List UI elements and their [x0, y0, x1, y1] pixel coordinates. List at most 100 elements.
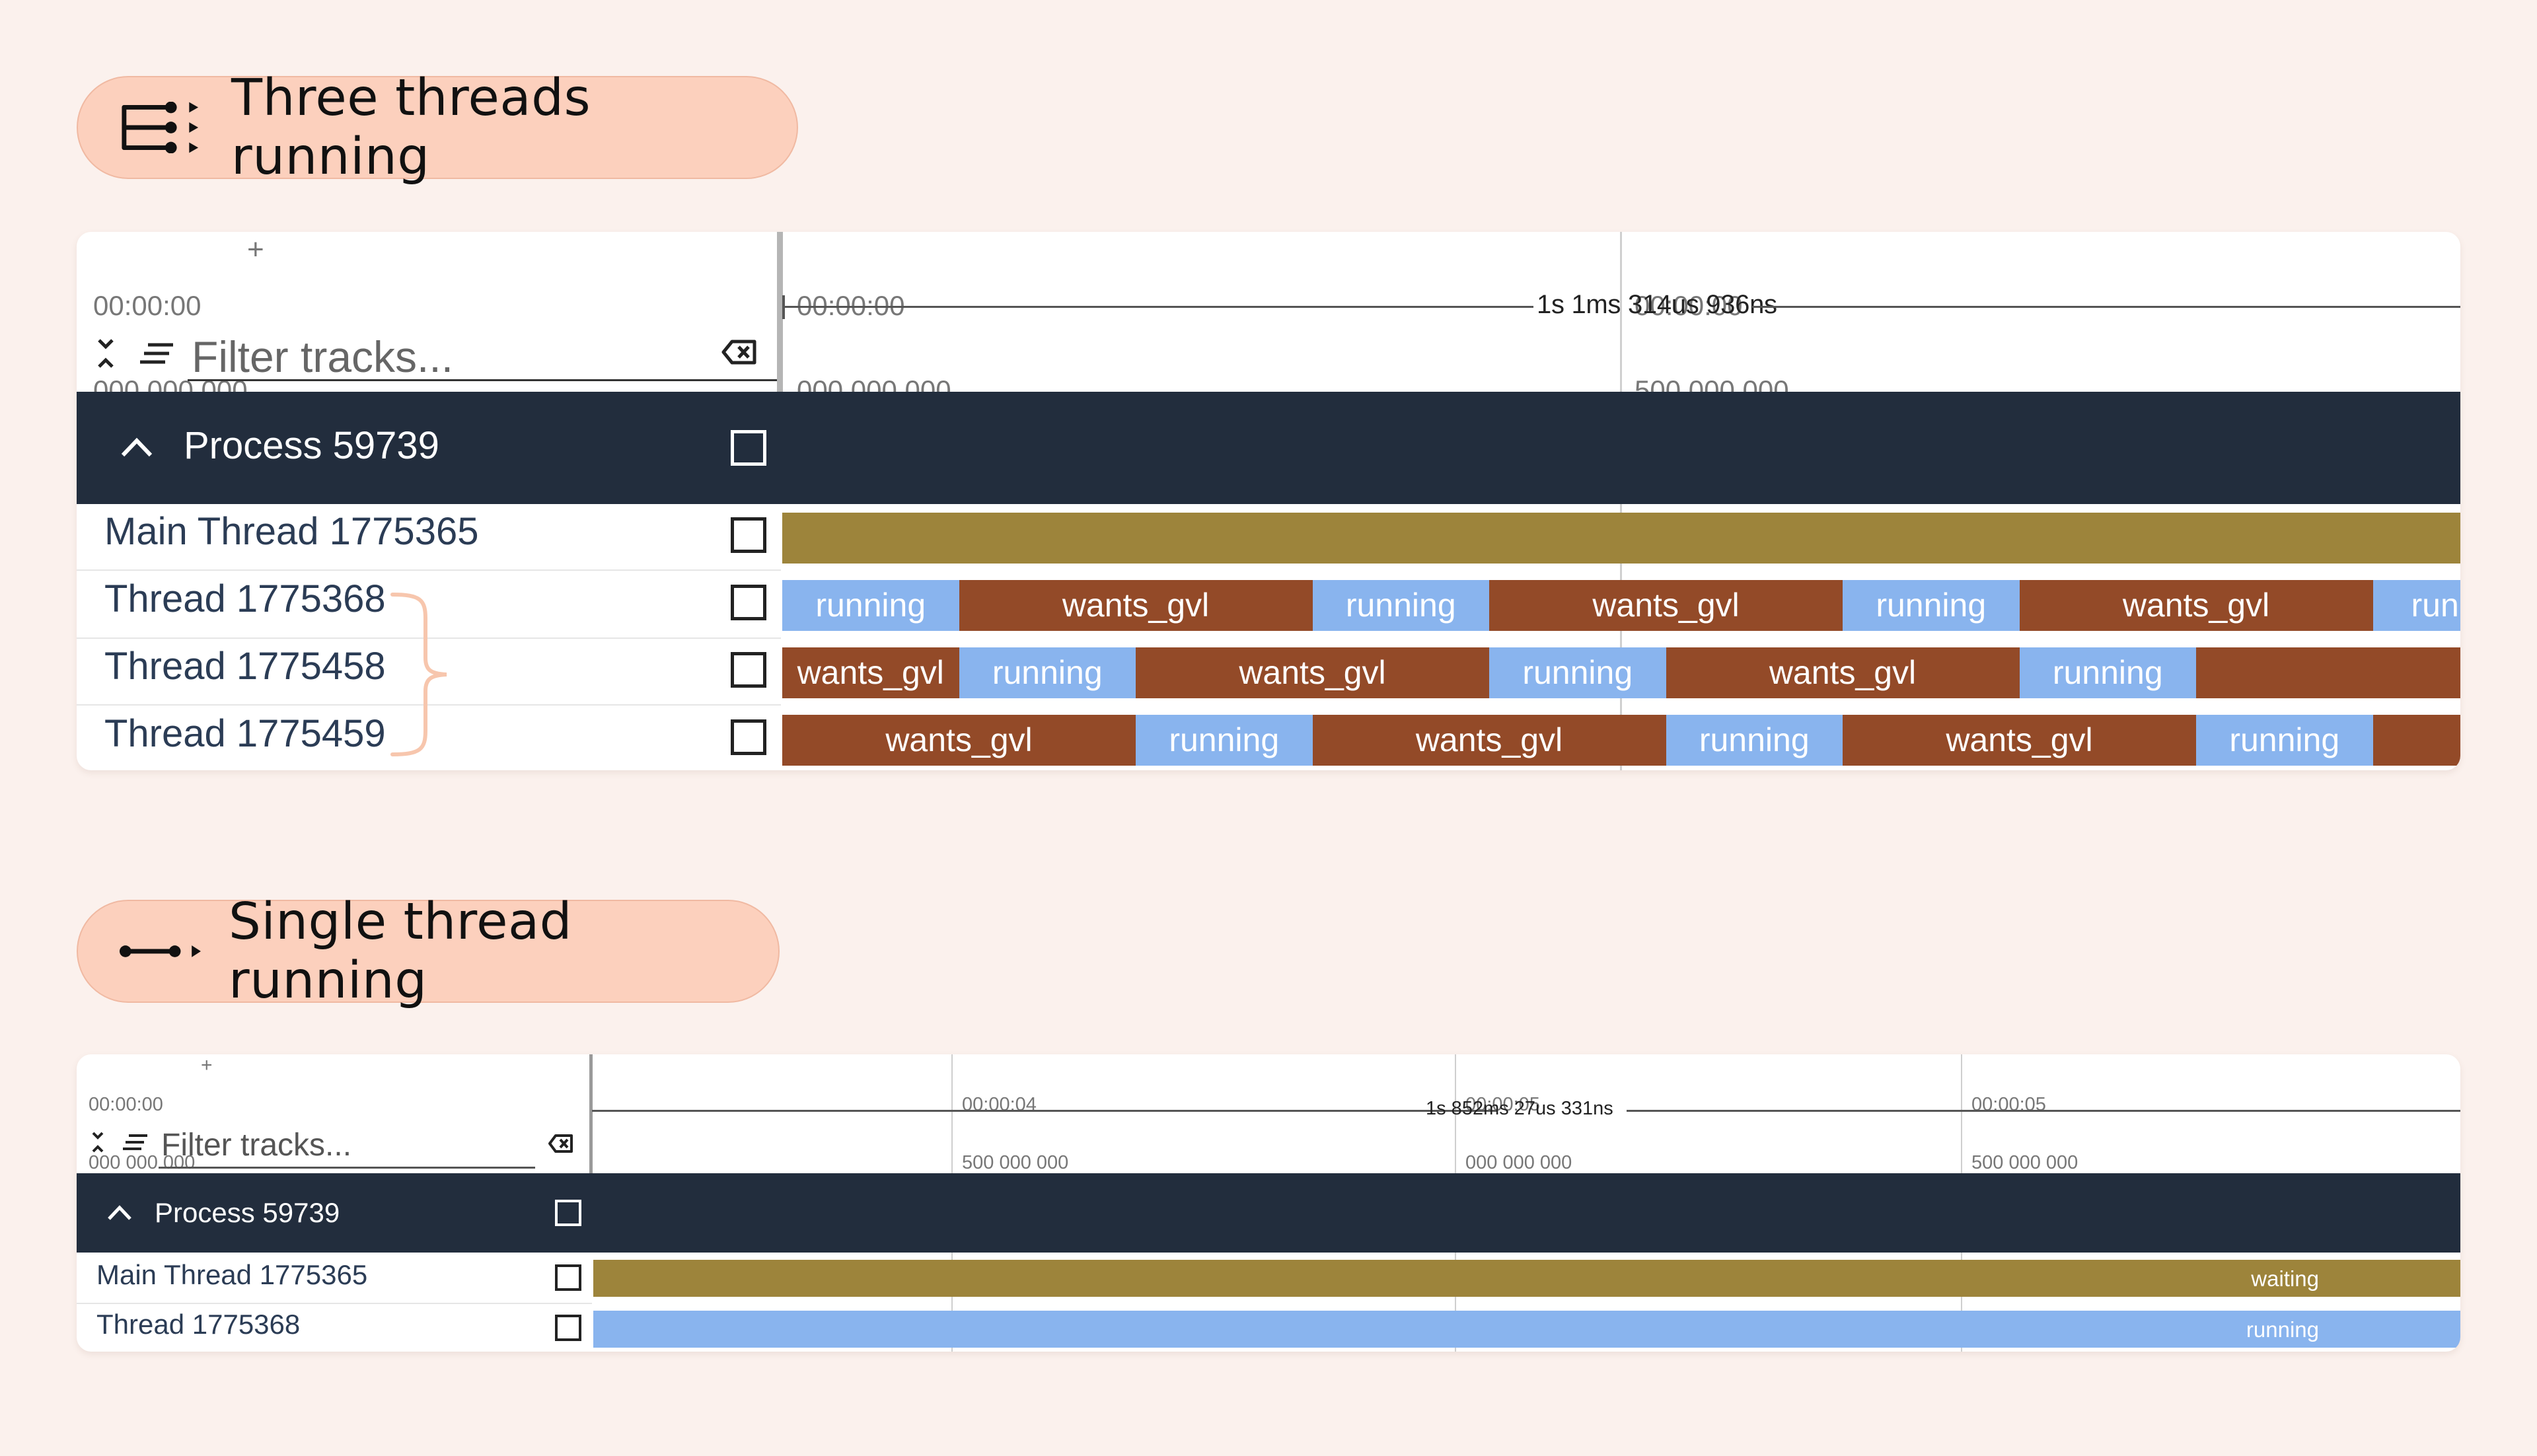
track-label-thread-1775368: Thread 1775368 — [96, 1309, 301, 1340]
slice-label: wants_gvl — [797, 654, 944, 691]
track-label-thread-1775368: Thread 1775368 — [104, 577, 386, 620]
wants-gvl-slice[interactable] — [2372, 715, 2460, 766]
section-title: Three threads running — [231, 69, 591, 186]
running-slice[interactable]: running — [1843, 580, 2020, 631]
duration-span-left — [592, 1110, 1497, 1112]
duration-span-start-tick — [782, 295, 785, 319]
slice-label: wants_gvl — [1239, 654, 1386, 691]
slice-label: wants_gvl — [1946, 721, 2093, 758]
track-checkbox[interactable] — [731, 585, 766, 620]
slice-label: running — [815, 587, 926, 624]
running-slice[interactable]: running — [1136, 715, 1313, 766]
thread-fork-icon — [122, 102, 199, 153]
collapse-all-icon[interactable] — [91, 1131, 104, 1153]
slice-label: running — [1699, 721, 1810, 758]
filter-tracks-input[interactable]: Filter tracks... — [159, 1123, 535, 1169]
running-slice[interactable]: running — [2019, 647, 2196, 698]
section-heading-single-thread: Single thread running — [77, 892, 780, 1010]
process-select-checkbox[interactable] — [731, 430, 766, 466]
slice-label: wants_gvl — [1062, 587, 1210, 624]
duration-span-right — [1627, 1110, 2460, 1112]
wants-gvl-slice[interactable]: wants_gvl — [1843, 715, 2196, 766]
running-slice[interactable]: running — [1312, 580, 1489, 631]
sidebar-resize-handle[interactable] — [777, 232, 783, 392]
origin-time: 00:00:00 000 000 000 — [89, 1057, 195, 1211]
running-slice[interactable]: runn — [2372, 580, 2461, 631]
wants-gvl-slice[interactable]: wants_gvl — [1666, 647, 2020, 698]
track-checkbox[interactable] — [731, 719, 766, 755]
slice-label: running — [1522, 654, 1633, 691]
track-checkbox[interactable] — [555, 1264, 581, 1291]
duration-span-left — [784, 306, 1533, 308]
process-group-header[interactable]: Process 59739 — [77, 392, 2460, 504]
collapse-all-icon[interactable] — [96, 338, 115, 369]
slice-label: wants_gvl — [1592, 587, 1740, 624]
chevron-up-icon[interactable] — [120, 435, 153, 458]
trace-viewer-panel-1: 00:00:00 000 000 000 + Filter tracks... … — [77, 232, 2460, 770]
track-label-main-thread: Main Thread 1775365 — [96, 1259, 368, 1290]
filter-tracks-input[interactable]: Filter tracks... — [188, 328, 779, 381]
track-checkbox[interactable] — [555, 1315, 581, 1341]
duration-span-right — [1752, 306, 2460, 308]
add-plus-button[interactable]: + — [201, 1054, 213, 1076]
origin-time-top: 00:00:00 — [93, 290, 202, 321]
sidebar-resize-handle[interactable] — [589, 1054, 593, 1173]
slice-label: running — [2246, 1317, 2319, 1342]
trace-viewer-panel-2: 00:00:00 000 000 000 + Filter tracks... … — [77, 1054, 2460, 1352]
wants-gvl-slice[interactable] — [2196, 647, 2460, 698]
slice-label: wants_gvl — [1415, 721, 1563, 758]
running-slice[interactable]: running — [1489, 647, 1666, 698]
duration-label: 1s 1ms 314us 936ns — [1537, 290, 1777, 319]
track-label-thread-1775458: Thread 1775458 — [104, 645, 386, 688]
wants-gvl-slice[interactable]: wants_gvl — [782, 647, 959, 698]
single-thread-icon — [119, 945, 201, 957]
wants-gvl-slice[interactable]: wants_gvl — [1312, 715, 1666, 766]
slice-label: running — [2229, 721, 2340, 758]
filter-placeholder: Filter tracks... — [192, 332, 454, 381]
wants-gvl-slice[interactable]: wants_gvl — [2019, 580, 2373, 631]
track-label-main-thread: Main Thread 1775365 — [104, 510, 479, 553]
running-slice[interactable]: running — [2196, 715, 2373, 766]
wants-gvl-slice[interactable]: wants_gvl — [1136, 647, 1489, 698]
wants-gvl-slice[interactable]: wants_gvl — [959, 580, 1313, 631]
clear-filter-icon[interactable] — [721, 339, 757, 365]
row-divider — [77, 569, 781, 571]
section-title: Single thread running — [228, 892, 573, 1010]
wants-gvl-slice[interactable]: wants_gvl — [782, 715, 1136, 766]
process-group-header[interactable]: Process 59739 — [77, 1173, 2460, 1253]
slice-label: wants_gvl — [885, 721, 1033, 758]
origin-time-top: 00:00:00 — [89, 1094, 163, 1115]
duration-label: 1s 852ms 27us 331ns — [1426, 1098, 1613, 1119]
clear-filter-icon[interactable] — [548, 1134, 573, 1153]
filter-lines-icon — [140, 343, 173, 364]
row-divider — [77, 637, 781, 639]
track-checkbox[interactable] — [731, 652, 766, 688]
add-plus-button[interactable]: + — [247, 233, 264, 266]
slice-label: runn — [2411, 587, 2461, 624]
track-label-thread-1775459: Thread 1775459 — [104, 712, 386, 755]
filter-placeholder: Filter tracks... — [161, 1128, 352, 1163]
slice-label: running — [1345, 587, 1456, 624]
slice-label: waiting — [2251, 1266, 2319, 1291]
main-thread-slice[interactable] — [782, 513, 2460, 564]
process-select-checkbox[interactable] — [555, 1200, 581, 1226]
process-title: Process 59739 — [155, 1197, 340, 1228]
slice-label: running — [1876, 587, 1987, 624]
main-thread-waiting-slice[interactable]: waiting — [593, 1260, 2460, 1297]
running-slice[interactable]: running — [959, 647, 1136, 698]
chevron-up-icon[interactable] — [107, 1204, 132, 1221]
slice-label: running — [2052, 654, 2163, 691]
slice-label: wants_gvl — [1769, 654, 1917, 691]
thread-running-slice[interactable]: running — [593, 1311, 2460, 1348]
origin-time-bottom: 000 000 000 — [89, 1152, 196, 1173]
thread-group-brace — [390, 593, 447, 756]
running-slice[interactable]: running — [782, 580, 959, 631]
running-slice[interactable]: running — [1666, 715, 1843, 766]
row-divider — [77, 1303, 592, 1304]
track-checkbox[interactable] — [731, 517, 766, 553]
wants-gvl-slice[interactable]: wants_gvl — [1489, 580, 1843, 631]
section-heading-three-threads: Three threads running — [77, 69, 798, 186]
slice-label: wants_gvl — [2122, 587, 2270, 624]
process-title: Process 59739 — [184, 424, 439, 467]
